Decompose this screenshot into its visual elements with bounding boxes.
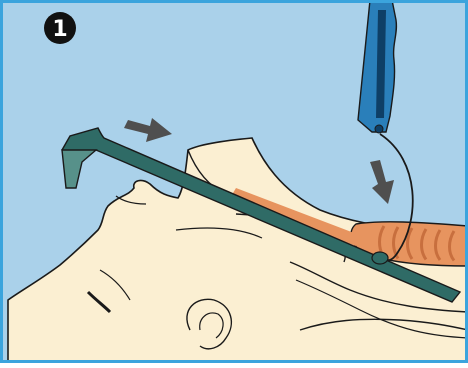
tube-cuff: [372, 252, 388, 264]
step-number: 1: [52, 17, 67, 42]
blade-bulb: [375, 125, 383, 133]
